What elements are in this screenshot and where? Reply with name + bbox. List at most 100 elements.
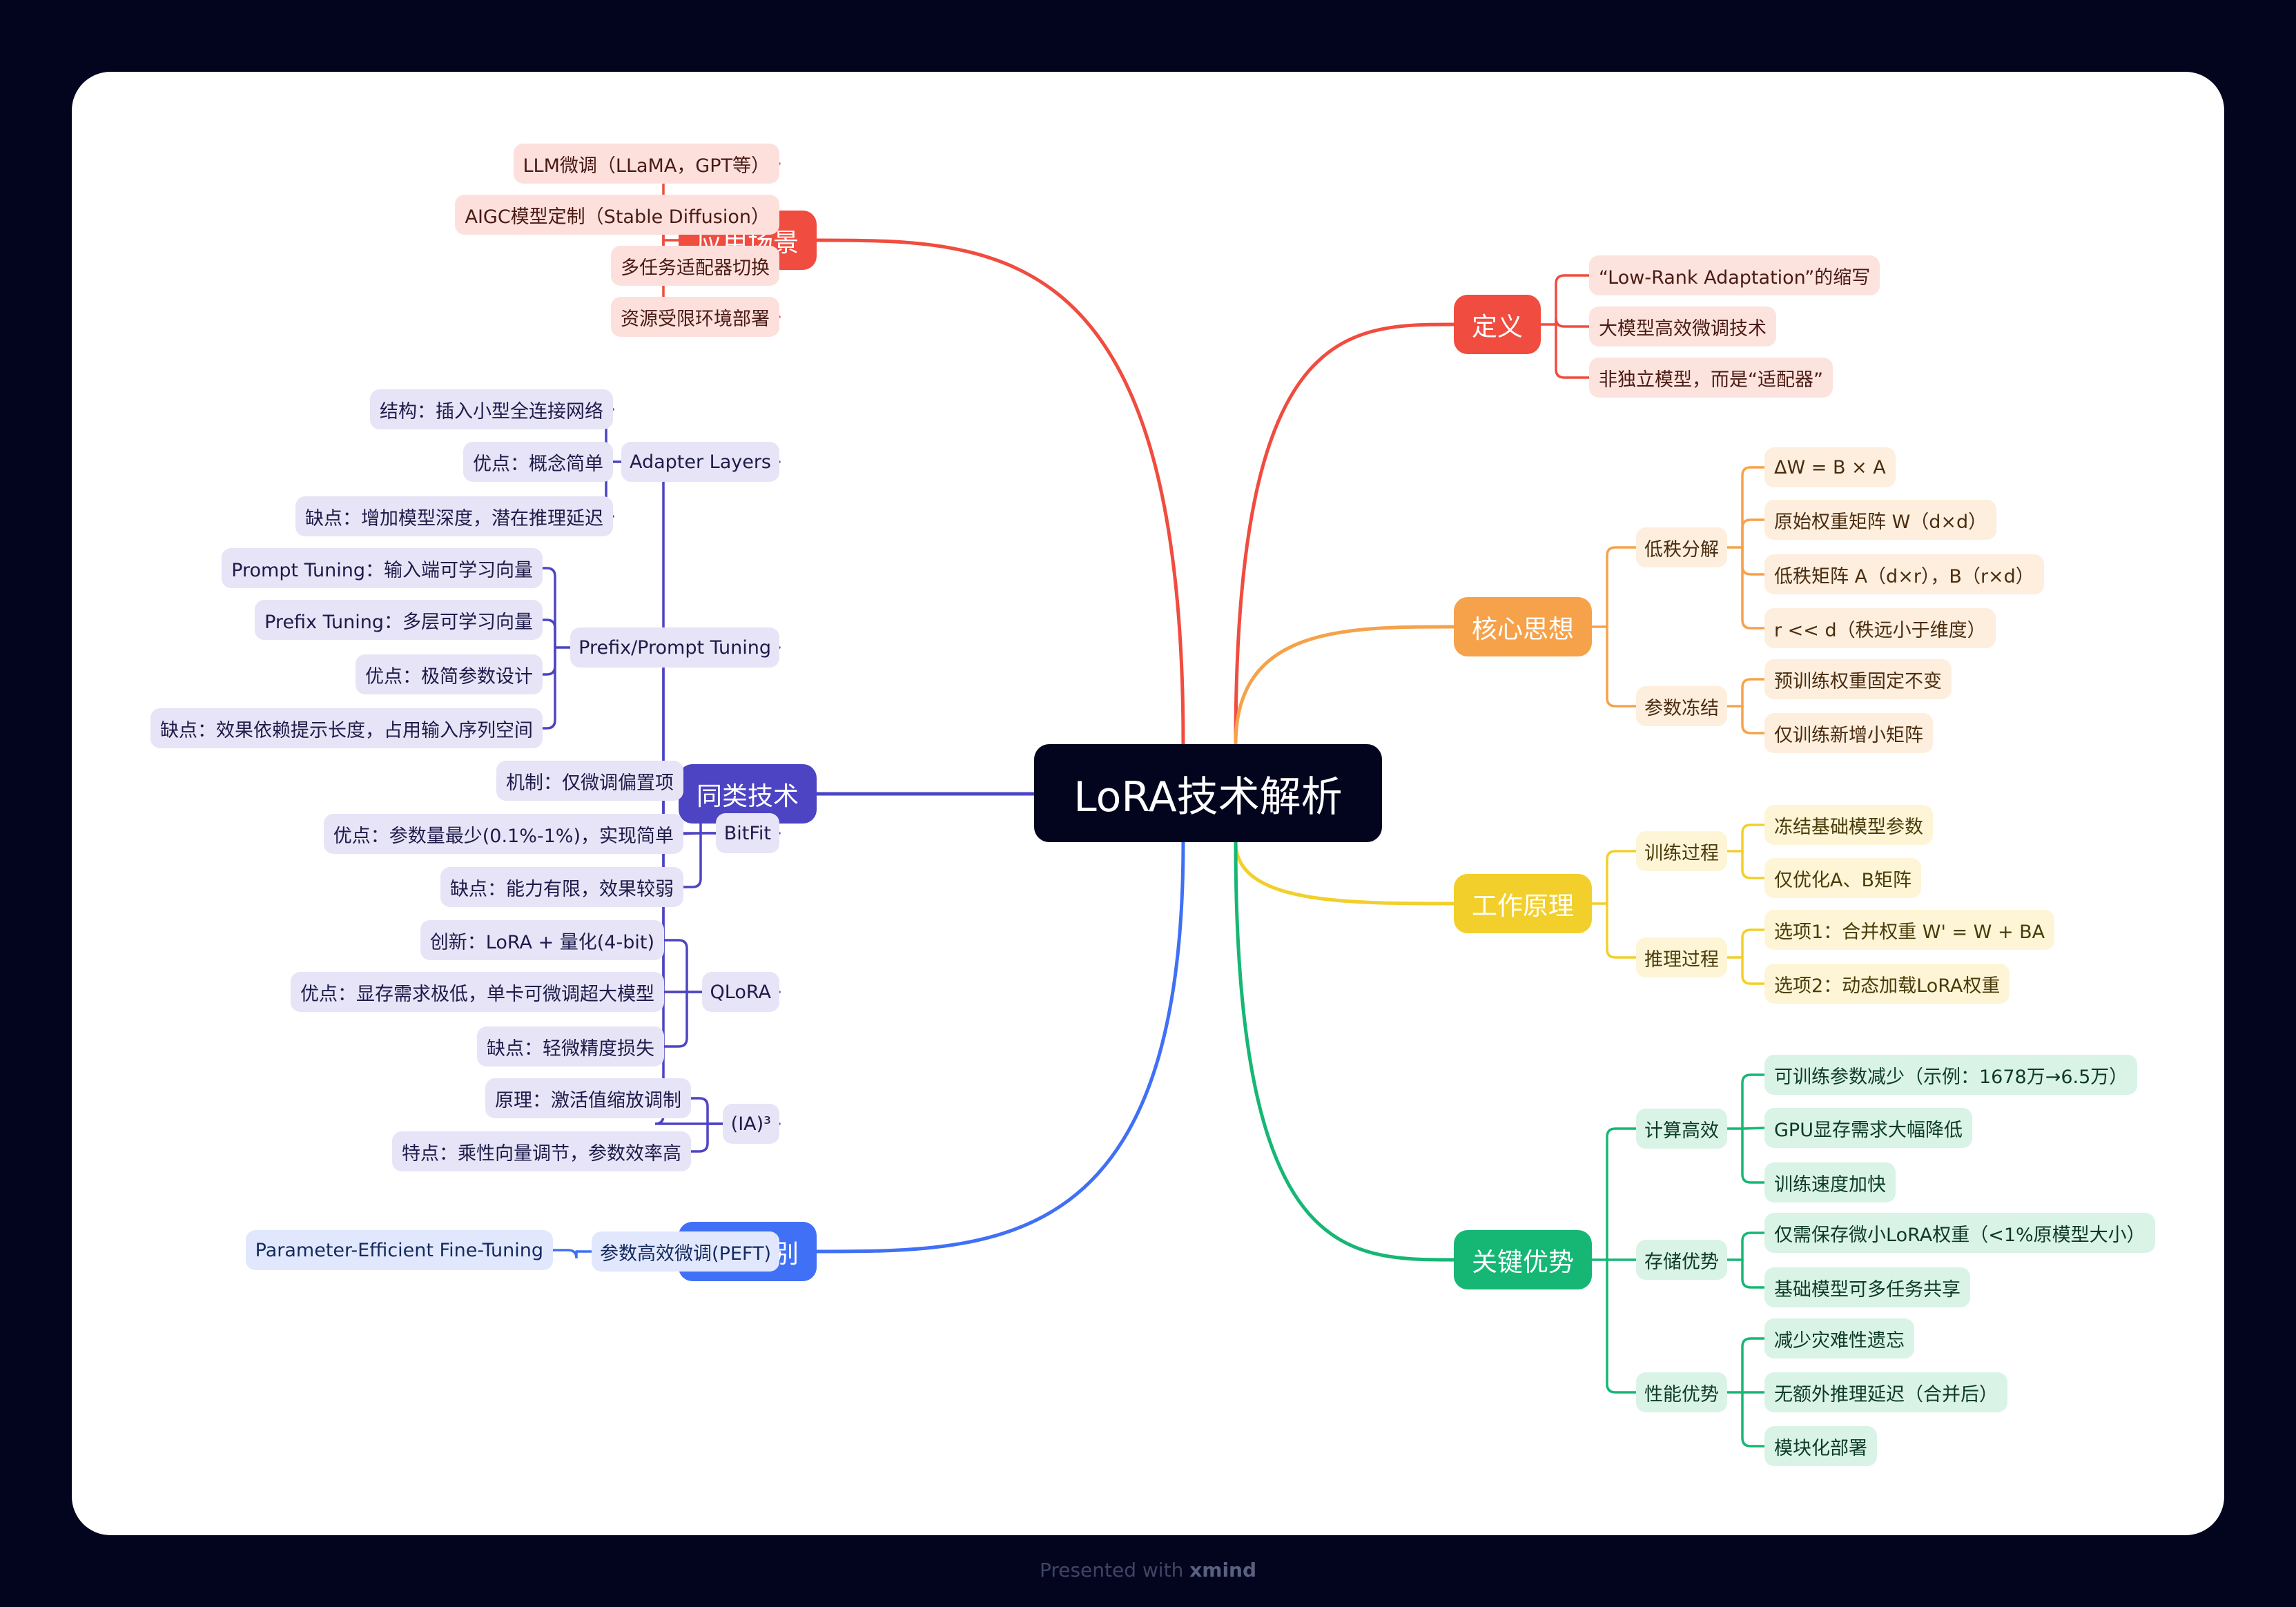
leaf-scenarios-3[interactable]: 资源受限环境部署 xyxy=(611,297,779,337)
footer-brand: xmind xyxy=(1189,1559,1257,1581)
leaf-similar-0-2[interactable]: 缺点：增加模型深度，潜在推理延迟 xyxy=(295,496,613,536)
leaf-advantages-1-1[interactable]: 基础模型可多任务共享 xyxy=(1764,1267,1970,1307)
leaf-similar-2-0[interactable]: 机制：仅微调偏置项 xyxy=(496,761,683,801)
leaf-principle-1-0[interactable]: 选项1：合并权重 W' = W + BA xyxy=(1764,910,2055,950)
subtopic-core-0[interactable]: 低秩分解 xyxy=(1636,527,1727,567)
bracket-principle-link-0 xyxy=(1606,850,1637,905)
leaf-similar-4-1[interactable]: 特点：乘性向量调节，参数效率高 xyxy=(392,1131,691,1171)
bracket-definition-link-1 xyxy=(1555,318,1590,328)
leaf-advantages-2-2[interactable]: 模块化部署 xyxy=(1764,1426,1877,1466)
leaf-core-0-2[interactable]: 低秩矩阵 A（d×r），B（r×d） xyxy=(1764,554,2044,594)
leaf-core-1-0[interactable]: 预训练权重固定不变 xyxy=(1764,659,1952,699)
bracket-definition-link-0 xyxy=(1555,274,1590,326)
leaf-similar-3-1[interactable]: 优点：显存需求极低，单卡可微调超大模型 xyxy=(291,972,664,1012)
bracket-core-1-link-1 xyxy=(1741,705,1766,734)
subtopic-category-0[interactable]: 参数高效微调(PEFT) xyxy=(592,1231,779,1272)
subtopic-similar-1[interactable]: Prefix/Prompt Tuning xyxy=(570,627,779,668)
leaf-definition-1[interactable]: 大模型高效微调技术 xyxy=(1589,306,1776,347)
subtopic-advantages-1[interactable]: 存储优势 xyxy=(1636,1240,1727,1280)
branch-curve-scenarios xyxy=(815,238,1185,746)
leaf-principle-0-0[interactable]: 冻结基础模型参数 xyxy=(1764,805,1933,845)
bracket-core-0-link-0 xyxy=(1741,466,1766,549)
bracket-advantages-0-link-2 xyxy=(1741,1127,1766,1184)
leaf-similar-1-2[interactable]: 优点：极简参数设计 xyxy=(356,654,543,694)
leaf-advantages-2-0[interactable]: 减少灾难性遗忘 xyxy=(1764,1318,1914,1358)
bracket-advantages-1-link-0 xyxy=(1741,1231,1766,1261)
bracket-similar-1-link-0 xyxy=(541,567,556,649)
branch-curve-principle xyxy=(1234,840,1456,906)
bracket-core-0-link-1 xyxy=(1741,518,1766,549)
bracket-category-0-link-0 xyxy=(552,1249,578,1259)
leaf-core-1-1[interactable]: 仅训练新增小矩阵 xyxy=(1764,713,1933,753)
leaf-similar-0-0[interactable]: 结构：插入小型全连接网络 xyxy=(370,389,613,429)
leaf-advantages-0-1[interactable]: GPU显存需求大幅降低 xyxy=(1764,1108,1972,1148)
leaf-core-0-3[interactable]: r << d（秩远小于维度） xyxy=(1764,608,1996,648)
bracket-similar-1-link-3 xyxy=(541,646,556,730)
branch-advantages[interactable]: 关键优势 xyxy=(1454,1230,1592,1289)
bracket-advantages-0-link-0 xyxy=(1741,1073,1766,1130)
central-topic[interactable]: LoRA技术解析 xyxy=(1034,744,1382,842)
branch-curve-core xyxy=(1234,625,1456,746)
bracket-similar-4-link-1 xyxy=(690,1122,709,1153)
bracket-core-link-0 xyxy=(1606,546,1637,628)
bracket-principle-0-link-1 xyxy=(1741,850,1766,879)
subtopic-similar-4[interactable]: (IA)³ xyxy=(722,1104,779,1144)
leaf-advantages-0-0[interactable]: 可训练参数减少（示例：1678万→6.5万） xyxy=(1764,1055,2138,1095)
subtopic-similar-0[interactable]: Adapter Layers xyxy=(621,442,779,482)
leaf-advantages-1-0[interactable]: 仅需保存微小LoRA权重（<1%原模型大小） xyxy=(1764,1213,2155,1253)
branch-curve-advantages xyxy=(1234,840,1456,1262)
bracket-principle-1-link-1 xyxy=(1741,956,1766,985)
leaf-advantages-0-2[interactable]: 训练速度加快 xyxy=(1764,1162,1896,1202)
leaf-category-0-0[interactable]: Parameter-Efficient Fine-Tuning xyxy=(245,1230,553,1270)
leaf-principle-1-1[interactable]: 选项2：动态加载LoRA权重 xyxy=(1764,964,2010,1004)
footer-prefix: Presented with xyxy=(1039,1559,1184,1581)
bracket-advantages-2-link-2 xyxy=(1741,1391,1766,1448)
bracket-advantages-link-0 xyxy=(1606,1127,1637,1261)
leaf-core-0-1[interactable]: 原始权重矩阵 W（d×d） xyxy=(1764,500,1997,540)
leaf-scenarios-1[interactable]: AIGC模型定制（Stable Diffusion） xyxy=(455,195,779,235)
bracket-similar-3-link-0 xyxy=(663,939,688,993)
leaf-similar-1-3[interactable]: 缺点：效果依赖提示长度，占用输入序列空间 xyxy=(150,708,543,748)
bracket-advantages-0-link-1 xyxy=(1741,1127,1766,1130)
branch-curve-definition xyxy=(1234,322,1456,746)
leaf-similar-2-1[interactable]: 优点：参数量最少(0.1%-1%)，实现简单 xyxy=(323,814,683,854)
leaf-core-0-0[interactable]: ΔW = B × A xyxy=(1764,447,1896,487)
bracket-core-0-link-2 xyxy=(1741,546,1766,576)
leaf-similar-3-0[interactable]: 创新：LoRA + 量化(4-bit) xyxy=(420,920,664,960)
bracket-advantages-2-link-0 xyxy=(1741,1337,1766,1394)
bracket-definition-link-2 xyxy=(1555,323,1590,379)
bracket-similar-1-link-2 xyxy=(541,646,556,676)
subtopic-principle-1[interactable]: 推理过程 xyxy=(1636,937,1727,977)
branch-core[interactable]: 核心思想 xyxy=(1454,597,1592,656)
leaf-definition-0[interactable]: “Low-Rank Adaptation”的缩写 xyxy=(1589,255,1880,295)
leaf-principle-0-1[interactable]: 仅优化A、B矩阵 xyxy=(1764,858,1921,898)
leaf-similar-1-0[interactable]: Prompt Tuning：输入端可学习向量 xyxy=(222,548,543,588)
bracket-core-link-1 xyxy=(1606,625,1637,708)
leaf-similar-2-2[interactable]: 缺点：能力有限，效果较弱 xyxy=(440,867,683,907)
leaf-definition-2[interactable]: 非独立模型，而是“适配器” xyxy=(1589,358,1833,398)
leaf-similar-0-1[interactable]: 优点：概念简单 xyxy=(463,442,613,482)
subtopic-core-1[interactable]: 参数冻结 xyxy=(1636,686,1727,726)
bracket-similar-2-link-2 xyxy=(682,832,702,888)
bracket-similar-1-link-1 xyxy=(541,619,556,649)
bracket-similar-4-link-0 xyxy=(690,1097,709,1125)
subtopic-principle-0[interactable]: 训练过程 xyxy=(1636,831,1727,871)
leaf-similar-3-2[interactable]: 缺点：轻微精度损失 xyxy=(477,1026,664,1067)
branch-definition[interactable]: 定义 xyxy=(1454,295,1541,354)
subtopic-advantages-0[interactable]: 计算高效 xyxy=(1636,1109,1727,1149)
leaf-scenarios-2[interactable]: 多任务适配器切换 xyxy=(611,246,779,286)
bracket-principle-1-link-0 xyxy=(1741,928,1766,959)
bracket-principle-0-link-0 xyxy=(1741,824,1766,853)
leaf-similar-4-0[interactable]: 原理：激活值缩放调制 xyxy=(485,1078,691,1118)
bracket-advantages-link-2 xyxy=(1606,1258,1637,1394)
subtopic-similar-2[interactable]: BitFit xyxy=(715,813,779,853)
branch-principle[interactable]: 工作原理 xyxy=(1454,874,1592,933)
subtopic-similar-3[interactable]: QLoRA xyxy=(701,972,779,1012)
bracket-similar-3-link-2 xyxy=(663,991,688,1048)
bracket-core-0-link-3 xyxy=(1741,546,1766,630)
subtopic-advantages-2[interactable]: 性能优势 xyxy=(1636,1372,1727,1412)
branch-curve-category xyxy=(815,840,1185,1254)
leaf-similar-1-1[interactable]: Prefix Tuning：多层可学习向量 xyxy=(255,600,543,640)
leaf-advantages-2-1[interactable]: 无额外推理延迟（合并后） xyxy=(1764,1372,2007,1412)
leaf-scenarios-0[interactable]: LLM微调（LLaMA，GPT等） xyxy=(513,144,779,184)
